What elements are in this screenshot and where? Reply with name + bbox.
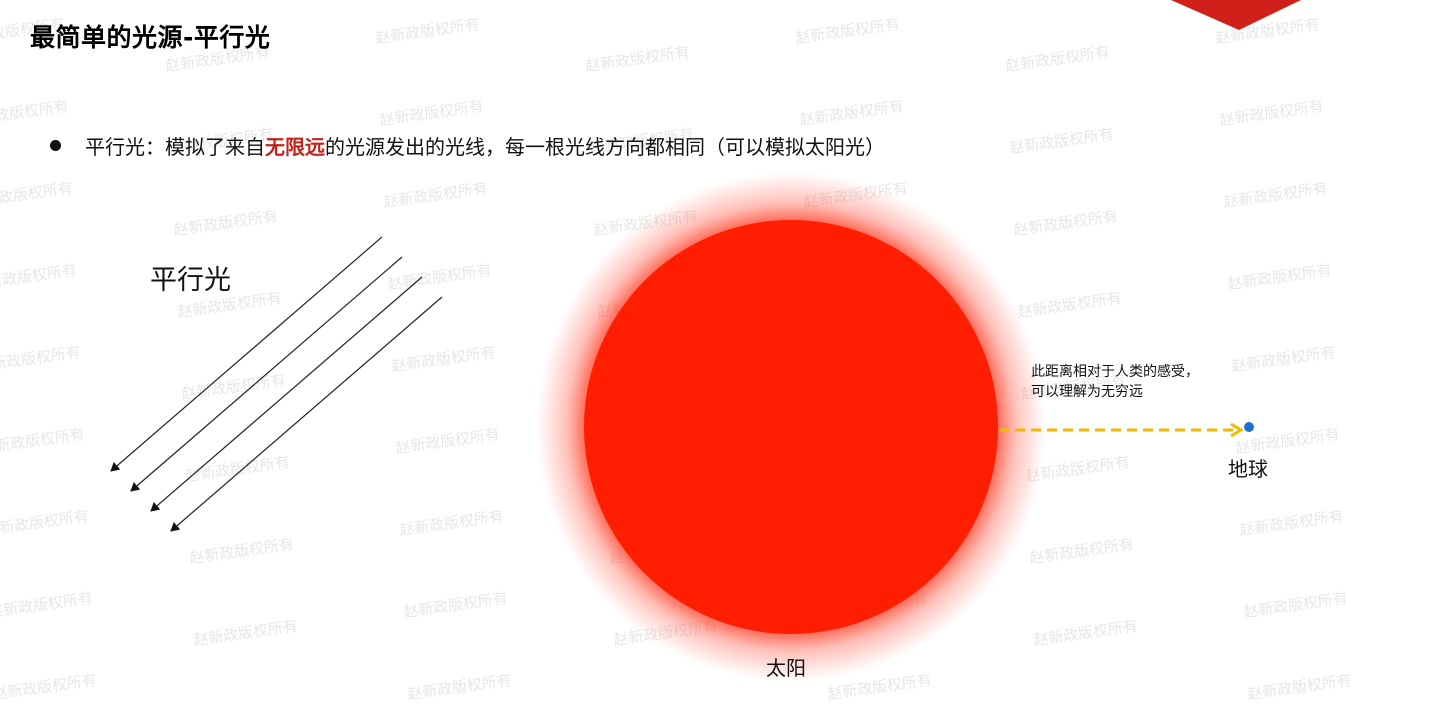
parallel-light-rays <box>110 236 443 532</box>
bullet-item: 平行光：模拟了来自无限远的光源发出的光线，每一根光线方向都相同（可以模拟太阳光） <box>50 131 885 160</box>
corner-decoration <box>1171 0 1301 30</box>
parallel-light-label: 平行光 <box>150 265 231 296</box>
light-ray <box>150 276 423 512</box>
bullet-text-prefix: 平行光：模拟了来自 <box>85 135 265 159</box>
page-title: 最简单的光源-平行光 <box>30 23 271 52</box>
distance-note-line2: 可以理解为无穷远 <box>1031 384 1143 400</box>
bullet-dot <box>50 140 61 151</box>
bullet-text-suffix: 的光源发出的光线，每一根光线方向都相同（可以模拟太阳光） <box>325 135 885 159</box>
light-ray <box>130 256 403 492</box>
distance-note-line1: 此距离相对于人类的感受， <box>1031 364 1199 380</box>
earth-label: 地球 <box>1228 457 1268 481</box>
distance-note: 此距离相对于人类的感受， 可以理解为无穷远 <box>1031 362 1199 402</box>
sun <box>584 220 998 634</box>
light-ray <box>170 296 443 532</box>
bullet-text-highlight: 无限远 <box>265 135 325 159</box>
light-ray <box>110 236 383 472</box>
sun-label: 太阳 <box>766 656 806 680</box>
earth-dot <box>1244 422 1254 432</box>
